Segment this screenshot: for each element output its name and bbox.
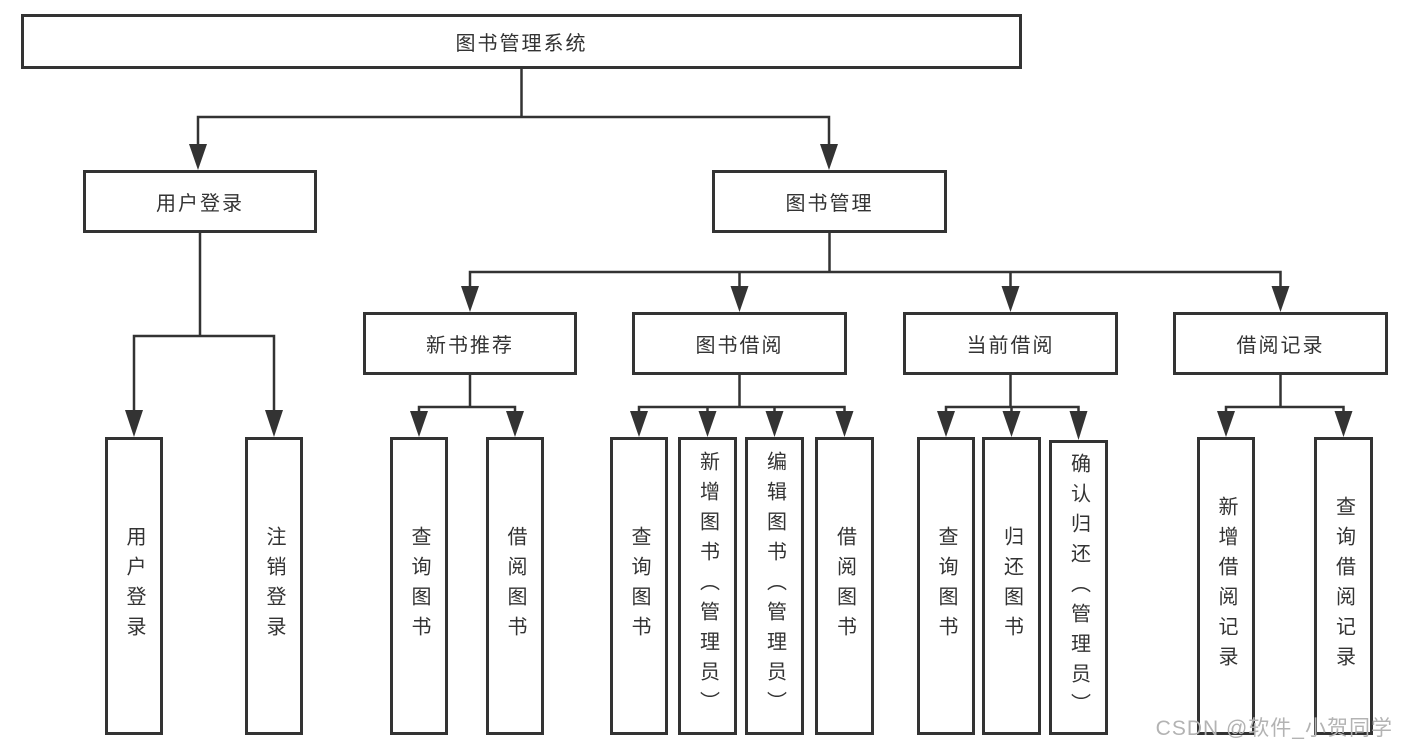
node-user-login: 用户登录 xyxy=(83,170,317,233)
leaf-logout-label: 注销登录 xyxy=(263,526,285,646)
node-book-borrow: 图书借阅 xyxy=(632,312,847,375)
node-current-borrow: 当前借阅 xyxy=(903,312,1118,375)
watermark-text: CSDN @软件_小贺同学 xyxy=(1155,717,1393,740)
node-current-borrow-label: 当前借阅 xyxy=(966,335,1055,357)
leaf-records-add-record-label: 新增借阅记录 xyxy=(1215,496,1237,676)
leaf-current-return-books-label: 归还图书 xyxy=(1000,526,1023,646)
arrowheads xyxy=(125,144,1353,440)
leaf-borrow-edit-books-admin-label: 编辑图书（管理员） xyxy=(763,451,786,721)
leaf-borrow-edit-books-admin: 编辑图书（管理员） xyxy=(745,437,804,735)
leaf-newbook-query-books-label: 查询图书 xyxy=(408,526,430,646)
node-borrow-records-label: 借阅记录 xyxy=(1236,335,1325,357)
node-book-management: 图书管理 xyxy=(712,170,947,233)
node-new-book-recommend-label: 新书推荐 xyxy=(426,335,514,357)
leaf-newbook-borrow-books: 借阅图书 xyxy=(486,437,544,735)
leaf-borrow-borrow-books: 借阅图书 xyxy=(815,437,874,735)
leaf-borrow-add-books-admin: 新增图书（管理员） xyxy=(678,437,737,735)
leaf-borrow-add-books-admin-label: 新增图书（管理员） xyxy=(696,451,719,721)
node-root-label: 图书管理系统 xyxy=(455,33,588,55)
leaf-current-query-books-label: 查询图书 xyxy=(935,526,957,646)
node-root: 图书管理系统 xyxy=(21,14,1022,69)
leaf-current-confirm-return-admin-label: 确认归还（管理员） xyxy=(1067,452,1090,723)
leaf-current-query-books: 查询图书 xyxy=(917,437,975,735)
node-book-borrow-label: 图书借阅 xyxy=(695,335,784,357)
leaf-borrow-borrow-books-label: 借阅图书 xyxy=(833,526,856,646)
node-new-book-recommend: 新书推荐 xyxy=(363,312,577,375)
leaf-current-confirm-return-admin: 确认归还（管理员） xyxy=(1049,440,1108,735)
leaf-records-add-record: 新增借阅记录 xyxy=(1197,437,1255,735)
leaf-newbook-borrow-books-label: 借阅图书 xyxy=(504,526,526,646)
leaf-newbook-query-books: 查询图书 xyxy=(390,437,448,735)
leaf-logout: 注销登录 xyxy=(245,437,303,735)
node-user-login-label: 用户登录 xyxy=(156,193,244,215)
node-book-management-label: 图书管理 xyxy=(785,193,874,215)
leaf-records-query-record: 查询借阅记录 xyxy=(1314,437,1373,735)
leaf-borrow-query-books-label: 查询图书 xyxy=(628,526,650,646)
leaf-records-query-record-label: 查询借阅记录 xyxy=(1332,496,1355,676)
leaf-user-login-label: 用户登录 xyxy=(123,526,145,646)
node-borrow-records: 借阅记录 xyxy=(1173,312,1388,375)
leaf-borrow-query-books: 查询图书 xyxy=(610,437,668,735)
leaf-current-return-books: 归还图书 xyxy=(982,437,1041,735)
leaf-user-login: 用户登录 xyxy=(105,437,163,735)
